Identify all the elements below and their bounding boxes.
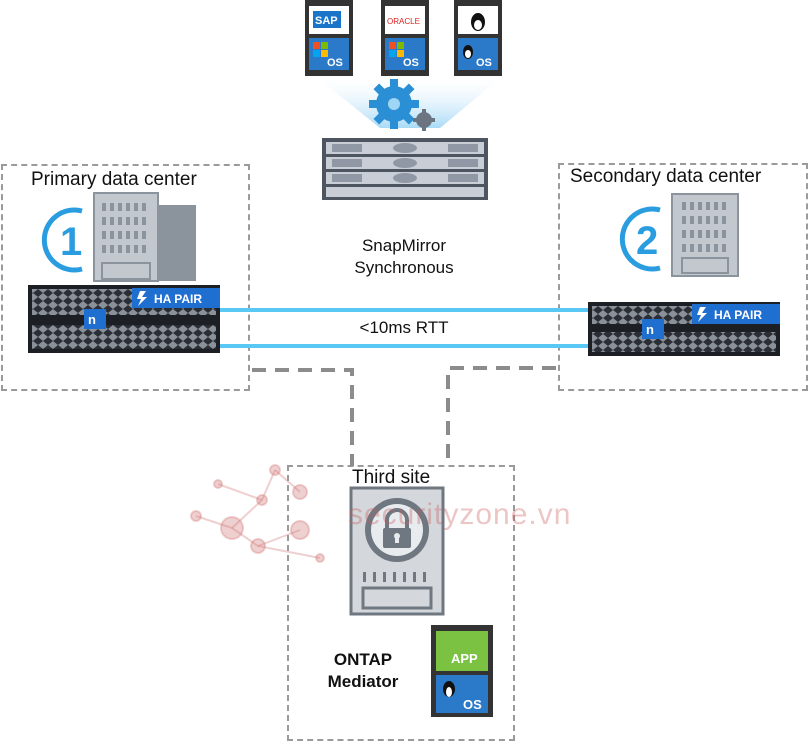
svg-text:OS: OS [327,57,343,69]
third-site-label: Third site [352,467,431,488]
primary-array-badge: HA PAIR [154,292,202,306]
secondary-site-label: Secondary data center [570,166,762,187]
site-number-2-icon: 2 [619,206,661,272]
app-tile-sap: SAP OS [305,0,353,76]
svg-text:OS: OS [403,57,419,69]
lock-icon [385,508,409,528]
app-tile-linux: OS [454,0,502,76]
primary-building-icon [93,192,196,282]
mediator-label-line2: Mediator [327,672,399,691]
secondary-site-box [558,163,808,391]
mediator-os-label: OS [463,697,482,712]
server-stack-icon [322,138,488,200]
oracle-logo-icon: ORACLE [387,17,420,26]
svg-text:n: n [646,322,654,337]
primary-storage-array-icon: n HA PAIR [28,285,220,353]
watermark-text: securityzone.vn [348,498,572,531]
primary-site-label: Primary data center [31,169,197,190]
replication-label-line1: SnapMirror [361,236,447,255]
svg-text:OS: OS [476,57,492,69]
replication-label-line2: Synchronous [354,258,454,277]
mediator-app-tile: APP OS [431,625,493,717]
mediator-label-line1: ONTAP [333,650,393,669]
mediator-app-label: APP [451,651,478,666]
mediator-appliance-icon [349,486,445,616]
primary-site-box [1,164,250,391]
gear-icon [369,79,435,131]
site-number-2: 2 [636,219,658,263]
latency-label: <10ms RTT [359,318,449,337]
third-site-box [287,465,515,741]
sap-logo-icon: SAP [315,15,338,27]
site-number-1-icon: 1 [41,207,83,273]
secondary-array-badge: HA PAIR [714,308,762,322]
secondary-building-icon [671,193,739,277]
site-number-1: 1 [60,220,82,264]
secondary-storage-array-icon: n HA PAIR [588,302,780,356]
app-tile-oracle: ORACLE OS [381,0,429,76]
svg-text:n: n [88,312,96,327]
